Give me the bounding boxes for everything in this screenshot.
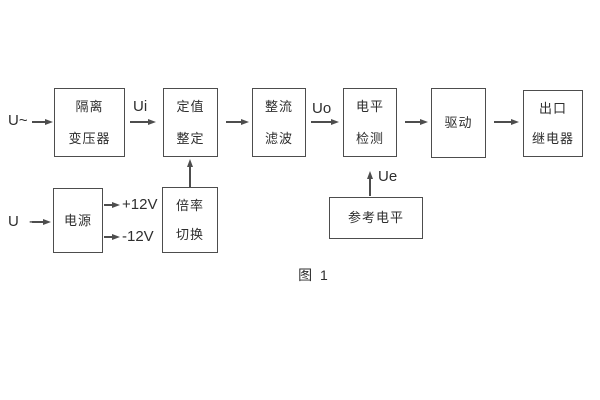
block-label: 定值 xyxy=(176,99,205,114)
block-label: 隔离 xyxy=(75,99,104,114)
block-isolation-transformer: 隔离 变压器 xyxy=(54,88,125,157)
flow-arrow-minus12v xyxy=(104,236,112,238)
input-label-dc: U - xyxy=(8,213,37,230)
block-label: 整流 xyxy=(264,99,293,114)
flow-arrow-ac-input xyxy=(32,121,45,123)
figure-caption: 图 1 xyxy=(298,267,330,283)
block-label: 滤波 xyxy=(264,131,293,146)
block-level-detection: 电平 检测 xyxy=(343,88,397,157)
block-output-relay: 出口 继电器 xyxy=(523,90,583,157)
flow-arrow-dc-input xyxy=(32,221,43,223)
block-label: 继电器 xyxy=(531,131,574,146)
flow-arrow-ui xyxy=(130,121,148,123)
block-ratio-switch: 倍率 切换 xyxy=(162,187,218,253)
block-label: 检测 xyxy=(355,131,384,146)
block-driver: 驱动 xyxy=(431,88,486,158)
block-setting-adjustment: 定值 整定 xyxy=(163,88,218,157)
block-label: 驱动 xyxy=(444,115,473,130)
block-label: 电平 xyxy=(355,99,384,114)
block-power-supply: 电源 xyxy=(53,188,103,253)
flow-arrow-ue xyxy=(369,179,371,196)
flow-arrow-setting-to-rectifier xyxy=(226,121,241,123)
flow-arrow-plus12v xyxy=(104,204,112,206)
signal-label-uo: Uo xyxy=(312,100,332,117)
flow-arrow-ratio-to-setting xyxy=(189,167,191,187)
block-label: 参考电平 xyxy=(347,210,404,225)
rail-label-plus12v: +12V xyxy=(122,196,158,213)
block-label: 切换 xyxy=(175,227,204,242)
block-reference-level: 参考电平 xyxy=(329,197,423,239)
block-label: 整定 xyxy=(176,131,205,146)
flow-arrow-level-to-driver xyxy=(405,121,420,123)
signal-label-ue: Ue xyxy=(378,168,398,185)
input-label-ac: U~ xyxy=(8,112,28,129)
block-label: 变压器 xyxy=(68,131,111,146)
rail-label-minus12v: -12V xyxy=(122,228,154,245)
flow-arrow-driver-to-relay xyxy=(494,121,511,123)
block-label: 倍率 xyxy=(175,198,204,213)
block-label: 电源 xyxy=(63,212,92,228)
block-rectifier-filter: 整流 滤波 xyxy=(252,88,306,157)
block-label: 出口 xyxy=(538,101,567,116)
flow-arrow-uo xyxy=(311,121,331,123)
signal-label-ui: Ui xyxy=(133,98,148,115)
